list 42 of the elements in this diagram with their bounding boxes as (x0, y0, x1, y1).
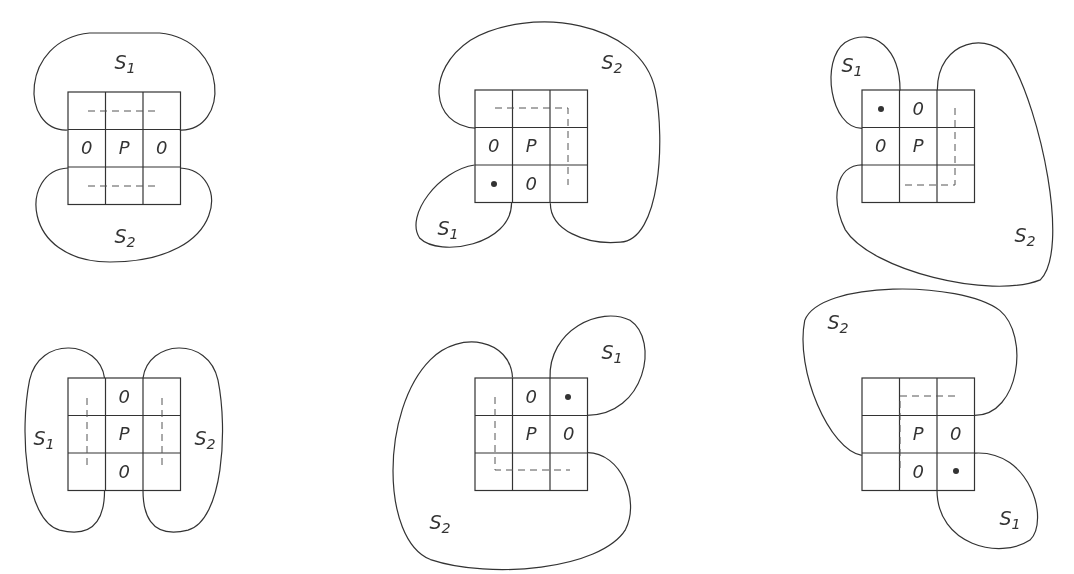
cell-label: 0 (525, 387, 537, 406)
blob-region (437, 20, 661, 244)
blob-region (391, 341, 632, 571)
cell-label: P (912, 137, 924, 156)
cell-label: 0 (875, 137, 887, 156)
cell-label: P (118, 139, 130, 158)
cell-label: 0 (912, 462, 924, 481)
blob-region (33, 32, 217, 132)
blob-region (415, 164, 513, 249)
region-label: S$_{1}$ (841, 55, 863, 75)
blob-region (24, 346, 106, 533)
blob-region (835, 42, 1054, 288)
region-label: S$_{2}$ (429, 512, 451, 532)
region-label: S$_{1}$ (114, 52, 136, 72)
blob-region (548, 314, 647, 416)
blob-region (936, 451, 1039, 550)
region-label: S$_{1}$ (33, 428, 55, 448)
region-label: S$_{2}$ (114, 226, 136, 246)
cell-label: 0 (563, 425, 575, 444)
cell-label: P (118, 425, 130, 444)
cell-label: P (912, 425, 924, 444)
region-label: S$_{2}$ (827, 312, 849, 332)
blob-region (802, 287, 1019, 456)
region-label: S$_{1}$ (601, 342, 623, 362)
cell-label: 0 (118, 462, 130, 481)
cell-label: 0 (156, 139, 168, 158)
blob-region (142, 346, 224, 533)
blob-region (35, 167, 213, 263)
cell-label: 0 (950, 425, 962, 444)
cell-label: P (525, 425, 537, 444)
cell-label: 0 (118, 387, 130, 406)
region-label: S$_{2}$ (601, 52, 623, 72)
region-label: S$_{2}$ (1014, 225, 1036, 245)
cell-label: 0 (81, 139, 93, 158)
cell-label: 0 (525, 174, 537, 193)
cell-label: P (525, 137, 537, 156)
region-label: S$_{1}$ (999, 508, 1021, 528)
cell-label: 0 (488, 137, 500, 156)
region-label: S$_{2}$ (194, 428, 216, 448)
cell-label: 0 (912, 99, 924, 118)
blob-region (829, 35, 901, 129)
region-label: S$_{1}$ (437, 218, 459, 238)
